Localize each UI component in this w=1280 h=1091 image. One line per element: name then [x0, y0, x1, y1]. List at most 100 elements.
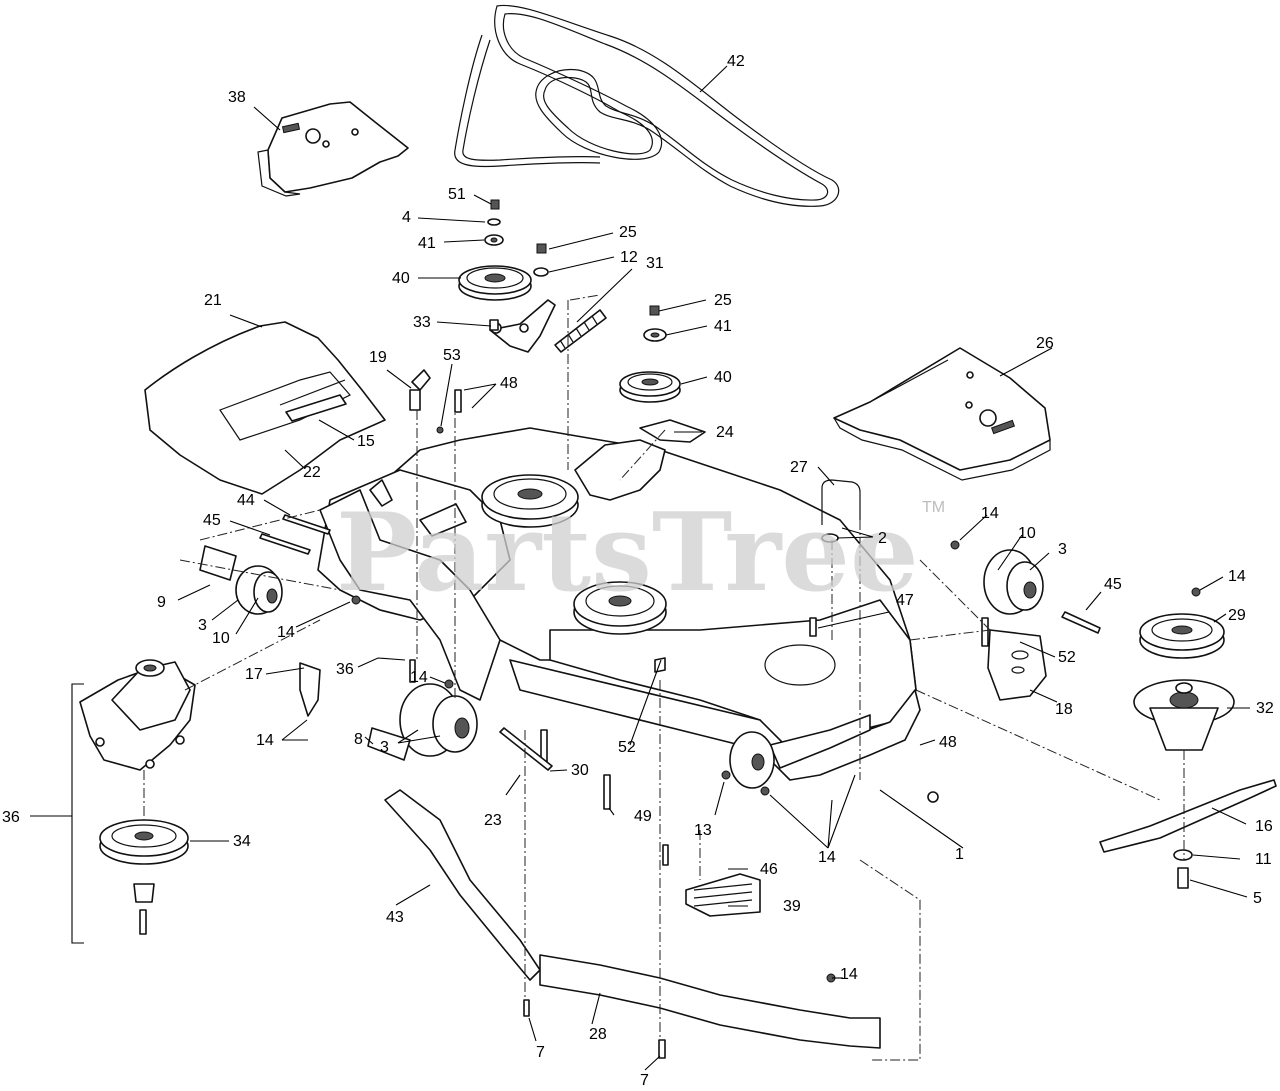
- callout-53: 53: [443, 347, 461, 364]
- caster-wheel-left-part: [235, 565, 283, 615]
- callout-14b: 14: [410, 669, 428, 686]
- callout-39: 39: [783, 898, 801, 915]
- callout-41a: 41: [418, 235, 436, 252]
- belt-part: [454, 4, 840, 207]
- callout-9: 9: [157, 594, 166, 611]
- callout-27: 27: [790, 459, 808, 476]
- callout-40b: 40: [714, 369, 732, 386]
- callout-15: 15: [357, 433, 375, 450]
- partstree-watermark: PartsTree TM: [336, 490, 945, 616]
- callout-25a: 25: [619, 224, 637, 241]
- callout-46: 46: [760, 861, 778, 878]
- belt-cover-left-part: [257, 101, 409, 197]
- callout-4: 4: [402, 209, 411, 226]
- callout-22: 22: [303, 464, 321, 481]
- callout-7b: 7: [640, 1072, 649, 1089]
- callout-3c: 3: [1058, 541, 1067, 558]
- assembly-bracket-36: [71, 683, 84, 944]
- callout-16: 16: [1255, 818, 1273, 835]
- deck-spindle-pulley-center-part: [573, 581, 667, 635]
- callout-44: 44: [237, 492, 255, 509]
- callout-45a: 45: [203, 512, 221, 529]
- svg-text:PartsTree: PartsTree: [336, 490, 919, 616]
- callout-12: 12: [620, 249, 638, 266]
- callout-34: 34: [233, 833, 251, 850]
- callout-18: 18: [1055, 701, 1073, 718]
- callout-8: 8: [354, 731, 363, 748]
- callout-28: 28: [589, 1026, 607, 1043]
- deck-baffle-part: [384, 789, 541, 981]
- callout-41b: 41: [714, 318, 732, 335]
- callout-17: 17: [245, 666, 263, 683]
- callout-52b: 52: [1058, 649, 1076, 666]
- callout-labels: 38 42 51 4 41 25 12 31 40 33 21 25 41 40…: [2, 53, 1274, 1089]
- callout-32: 32: [1256, 700, 1274, 717]
- callout-49: 49: [634, 808, 652, 825]
- spindle-pulley-part: [1139, 613, 1225, 659]
- callout-2: 2: [878, 530, 887, 547]
- spindle-housing-part: [1133, 679, 1235, 751]
- callout-3a: 3: [198, 617, 207, 634]
- idler-pulley-right-part: [619, 371, 681, 403]
- callout-25b: 25: [714, 292, 732, 309]
- caster-wheel-right-part: [983, 549, 1044, 615]
- callout-10a: 10: [212, 630, 230, 647]
- callout-14e: 14: [840, 966, 858, 983]
- callout-40a: 40: [392, 270, 410, 287]
- callout-43: 43: [386, 909, 404, 926]
- assembly-lines-part: [143, 294, 1185, 1061]
- idler-arm-part: [489, 299, 607, 353]
- callout-3b: 3: [380, 739, 389, 756]
- callout-38: 38: [228, 89, 246, 106]
- callout-7a: 7: [536, 1044, 545, 1061]
- callout-26: 26: [1036, 335, 1054, 352]
- callout-21: 21: [204, 292, 222, 309]
- callout-33: 33: [413, 314, 431, 331]
- gearbox-assembly-part: [79, 659, 196, 771]
- hardware-stack-part: [484, 199, 667, 342]
- callout-48b: 48: [939, 734, 957, 751]
- callout-36b: 36: [2, 809, 20, 826]
- svg-text:TM: TM: [922, 499, 945, 516]
- callout-48a: 48: [500, 375, 518, 392]
- callout-19: 19: [369, 349, 387, 366]
- caster-wheel-front-part: [399, 683, 478, 757]
- roller-bracket-right-part: [987, 629, 1047, 701]
- callout-23: 23: [484, 812, 502, 829]
- belt-cover-right-part: [833, 347, 1051, 481]
- belt-guard-part: [144, 321, 386, 495]
- callout-24: 24: [716, 424, 734, 441]
- callout-14a: 14: [277, 624, 295, 641]
- deck-spindle-pulley-left-part: [481, 474, 579, 528]
- callout-5: 5: [1253, 890, 1262, 907]
- callout-30: 30: [571, 762, 589, 779]
- callout-29: 29: [1228, 607, 1246, 624]
- deck-bumper-part: [685, 873, 761, 917]
- callout-10b: 10: [1018, 525, 1036, 542]
- fasteners-part: [199, 369, 1201, 1059]
- callout-14f: 14: [981, 505, 999, 522]
- callout-14-spindle: 14: [1228, 568, 1246, 585]
- gearbox-pulley-part: [99, 819, 189, 935]
- deck-skirt-part: [539, 954, 881, 1049]
- idler-bracket-part: [574, 419, 706, 501]
- leader-lines: [30, 65, 1250, 1071]
- callout-45b: 45: [1104, 576, 1122, 593]
- callout-47: 47: [896, 592, 914, 609]
- callout-36a: 36: [336, 661, 354, 678]
- callout-1: 1: [955, 846, 964, 863]
- callout-14d: 14: [818, 849, 836, 866]
- blade-hardware-part: [1173, 849, 1193, 889]
- caster-wheel-rear-part: [729, 731, 775, 789]
- callout-14c: 14: [256, 732, 274, 749]
- callout-42: 42: [727, 53, 745, 70]
- idler-pulley-upper-part: [458, 265, 532, 301]
- callout-13: 13: [694, 822, 712, 839]
- callout-51: 51: [448, 186, 466, 203]
- callout-11: 11: [1255, 851, 1272, 868]
- mower-blade-part: [1099, 779, 1277, 853]
- callout-31: 31: [646, 255, 664, 272]
- callout-52a: 52: [618, 739, 636, 756]
- u-bolt-part: [821, 479, 861, 525]
